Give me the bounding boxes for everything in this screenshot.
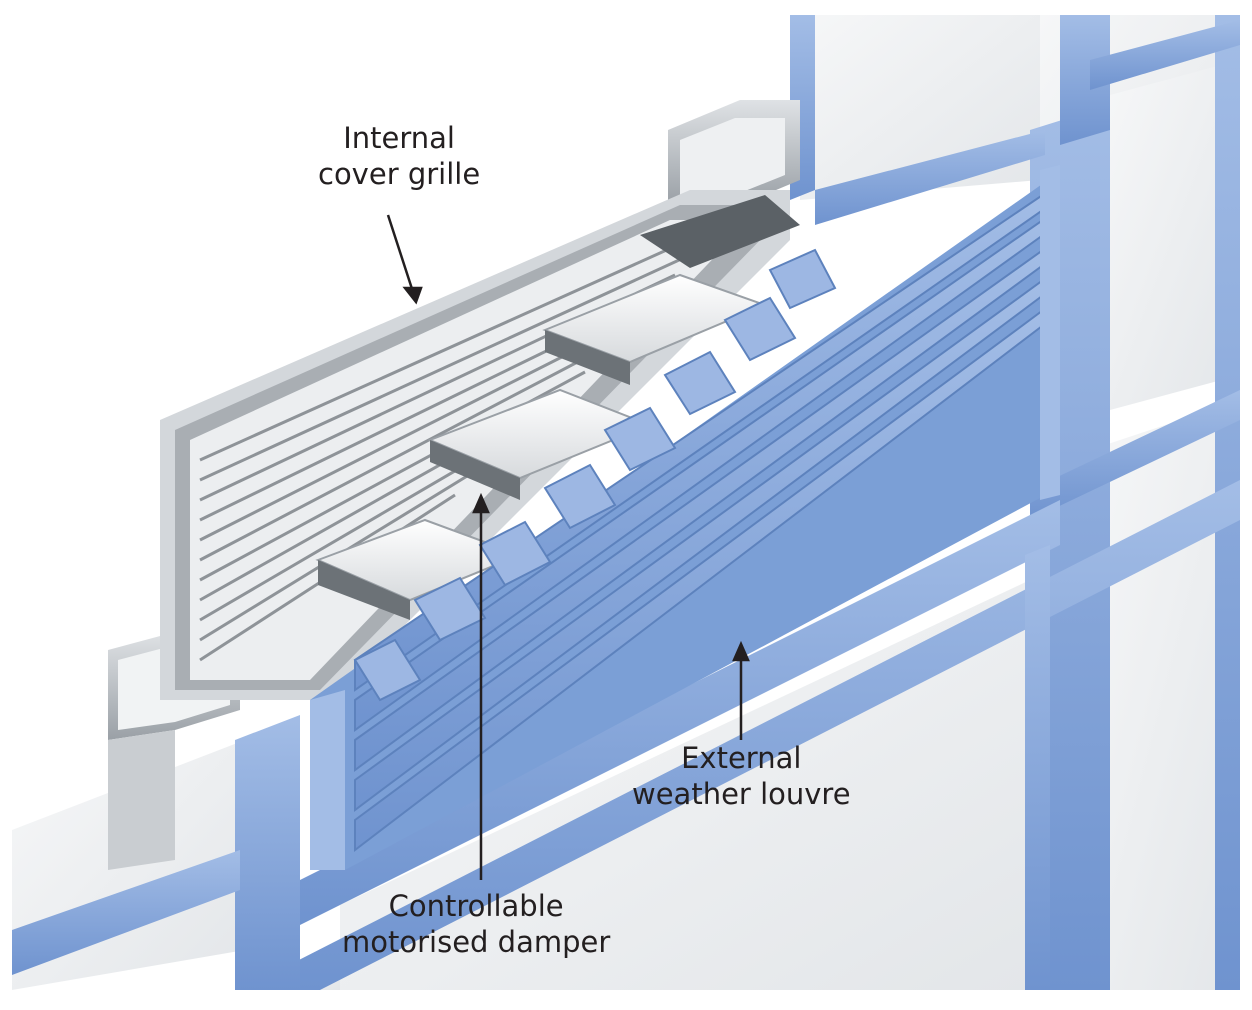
label-internal-cover-grille-line1: Internal bbox=[343, 121, 455, 155]
label-external-weather-louvre-line1: External bbox=[681, 741, 802, 775]
label-internal-cover-grille-line2: cover grille bbox=[318, 157, 481, 191]
label-controllable-motorised-damper-line2: motorised damper bbox=[342, 925, 611, 959]
label-controllable-motorised-damper-line1: Controllable bbox=[388, 889, 564, 923]
label-external-weather-louvre: External weather louvre bbox=[632, 740, 851, 812]
label-controllable-motorised-damper: Controllable motorised damper bbox=[342, 888, 610, 960]
callout-arrows bbox=[386, 214, 750, 880]
label-internal-cover-grille: Internal cover grille bbox=[318, 120, 480, 192]
external-weather-louvre bbox=[310, 165, 1060, 870]
label-external-weather-louvre-line2: weather louvre bbox=[632, 777, 851, 811]
